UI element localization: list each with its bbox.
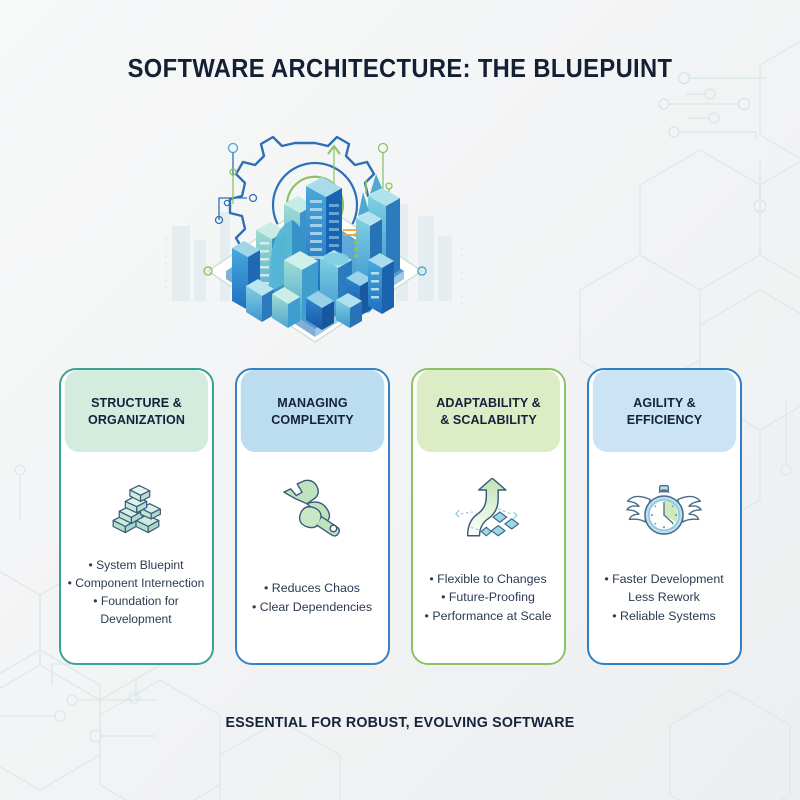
list-item: • Component Internection (67, 576, 205, 591)
list-item: Less Rework (628, 590, 700, 605)
card-title-line1: MANAGING (276, 394, 348, 410)
upward-arrow-nodes-icon (442, 472, 534, 546)
bullet-list: • System Bluepint • Component Internecti… (68, 556, 205, 629)
card-body: • System Bluepint • Component Internecti… (61, 546, 212, 663)
card-title-line2: COMPLEXITY (270, 412, 354, 427)
feature-cards: STRUCTURE & ORGANIZATION (0, 368, 800, 668)
list-item: • Flexible to Changes (429, 571, 547, 586)
circuit-traces-top-right (658, 71, 767, 213)
card-header: AGILITY & EFFICIENCY (592, 370, 736, 452)
circuit-accents (214, 142, 258, 225)
footer-tagline: ESSENTIAL FOR ROBUST, EVOLVING SOFTWARE (225, 714, 575, 731)
isometric-city-gear-illustration (165, 135, 463, 343)
card-title-line1: AGILITY & (632, 394, 696, 410)
card-header: STRUCTURE & ORGANIZATION (64, 370, 208, 452)
card-structure-organization[interactable]: STRUCTURE & ORGANIZATION (58, 368, 214, 665)
card-header: MANAGING COMPLEXITY (240, 370, 384, 452)
card-title-line2: EFFICIENCY (626, 412, 702, 427)
card-adaptability-scalability[interactable]: ADAPTABILITY & & SCALABILITY (410, 368, 566, 665)
card-body: • Flexible to Changes • Future-Proofing … (413, 546, 564, 663)
card-title-line2: ORGANIZATION (87, 412, 185, 427)
card-title-line1: ADAPTABILITY & (435, 394, 541, 410)
city-buildings (232, 174, 400, 330)
knotted-wrench-icon (266, 472, 358, 546)
list-item: Development (100, 612, 172, 627)
list-item: • Foundation for (93, 594, 179, 609)
list-item: • Performance at Scale (424, 608, 552, 623)
page-title: SOFTWARE ARCHITECTURE: THE BLUEPUINT (127, 55, 673, 83)
list-item: • Future-Proofing (441, 590, 535, 605)
bullet-list: • Faster Development Less Rework • Relia… (604, 570, 723, 626)
list-item: • System Bluepint (88, 558, 184, 572)
bullet-list: • Flexible to Changes • Future-Proofing … (425, 570, 552, 626)
list-item: • Reliable Systems (612, 608, 716, 623)
hero-illustration (160, 108, 470, 348)
list-item: • Faster Development (604, 571, 724, 586)
bullet-list: • Reduces Chaos • Clear Dependencies (252, 579, 372, 616)
list-item: • Clear Dependencies (251, 599, 373, 614)
card-body: • Faster Development Less Rework • Relia… (589, 546, 740, 663)
card-agility-efficiency[interactable]: AGILITY & EFFICIENCY (586, 368, 742, 665)
winged-stopwatch-icon (618, 472, 710, 546)
card-header: ADAPTABILITY & & SCALABILITY (416, 370, 560, 452)
card-managing-complexity[interactable]: MANAGING COMPLEXITY • Reduces (234, 368, 390, 665)
circuit-nodes-misc (14, 400, 792, 520)
card-title-line2: & SCALABILITY (439, 412, 537, 427)
stacked-blocks-pyramid-icon (90, 472, 182, 546)
card-body: • Reduces Chaos • Clear Dependencies (237, 546, 388, 663)
list-item: • Reduces Chaos (264, 580, 360, 595)
card-title-line1: STRUCTURE & (90, 394, 182, 410)
